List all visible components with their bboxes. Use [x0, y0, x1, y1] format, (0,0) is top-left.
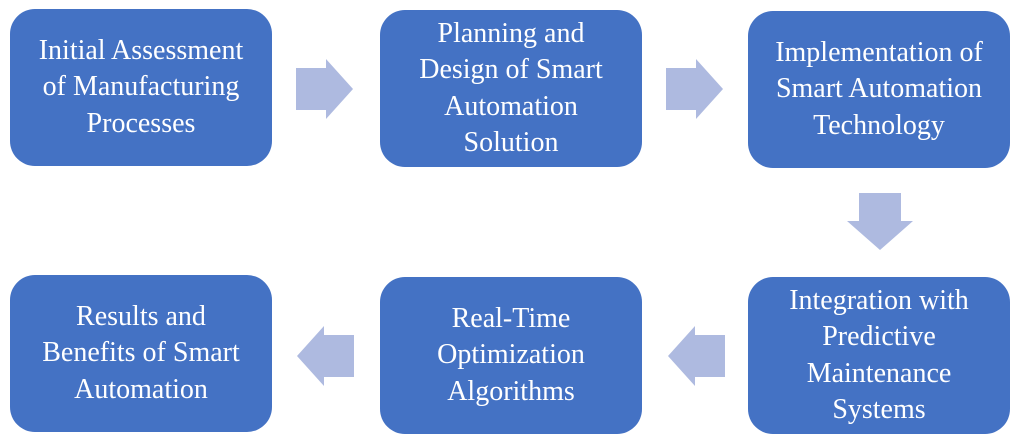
flow-box-results-benefits: Results and Benefits of Smart Automation	[10, 275, 272, 432]
flow-arrow-left-icon	[297, 326, 354, 386]
flow-box-planning-design: Planning and Design of Smart Automation …	[380, 10, 642, 167]
flow-arrow-down-icon	[847, 193, 913, 250]
flow-box-initial-assessment: Initial Assessment of Manufacturing Proc…	[10, 9, 272, 166]
flow-box-implementation: Implementation of Smart Automation Techn…	[748, 11, 1010, 168]
flow-arrow-right-icon	[666, 59, 723, 119]
flow-box-integration: Integration with Predictive Maintenance …	[748, 277, 1010, 434]
flow-arrow-left-icon	[668, 326, 725, 386]
flow-box-realtime-optimization: Real-Time Optimization Algorithms	[380, 277, 642, 434]
flow-arrow-right-icon	[296, 59, 353, 119]
